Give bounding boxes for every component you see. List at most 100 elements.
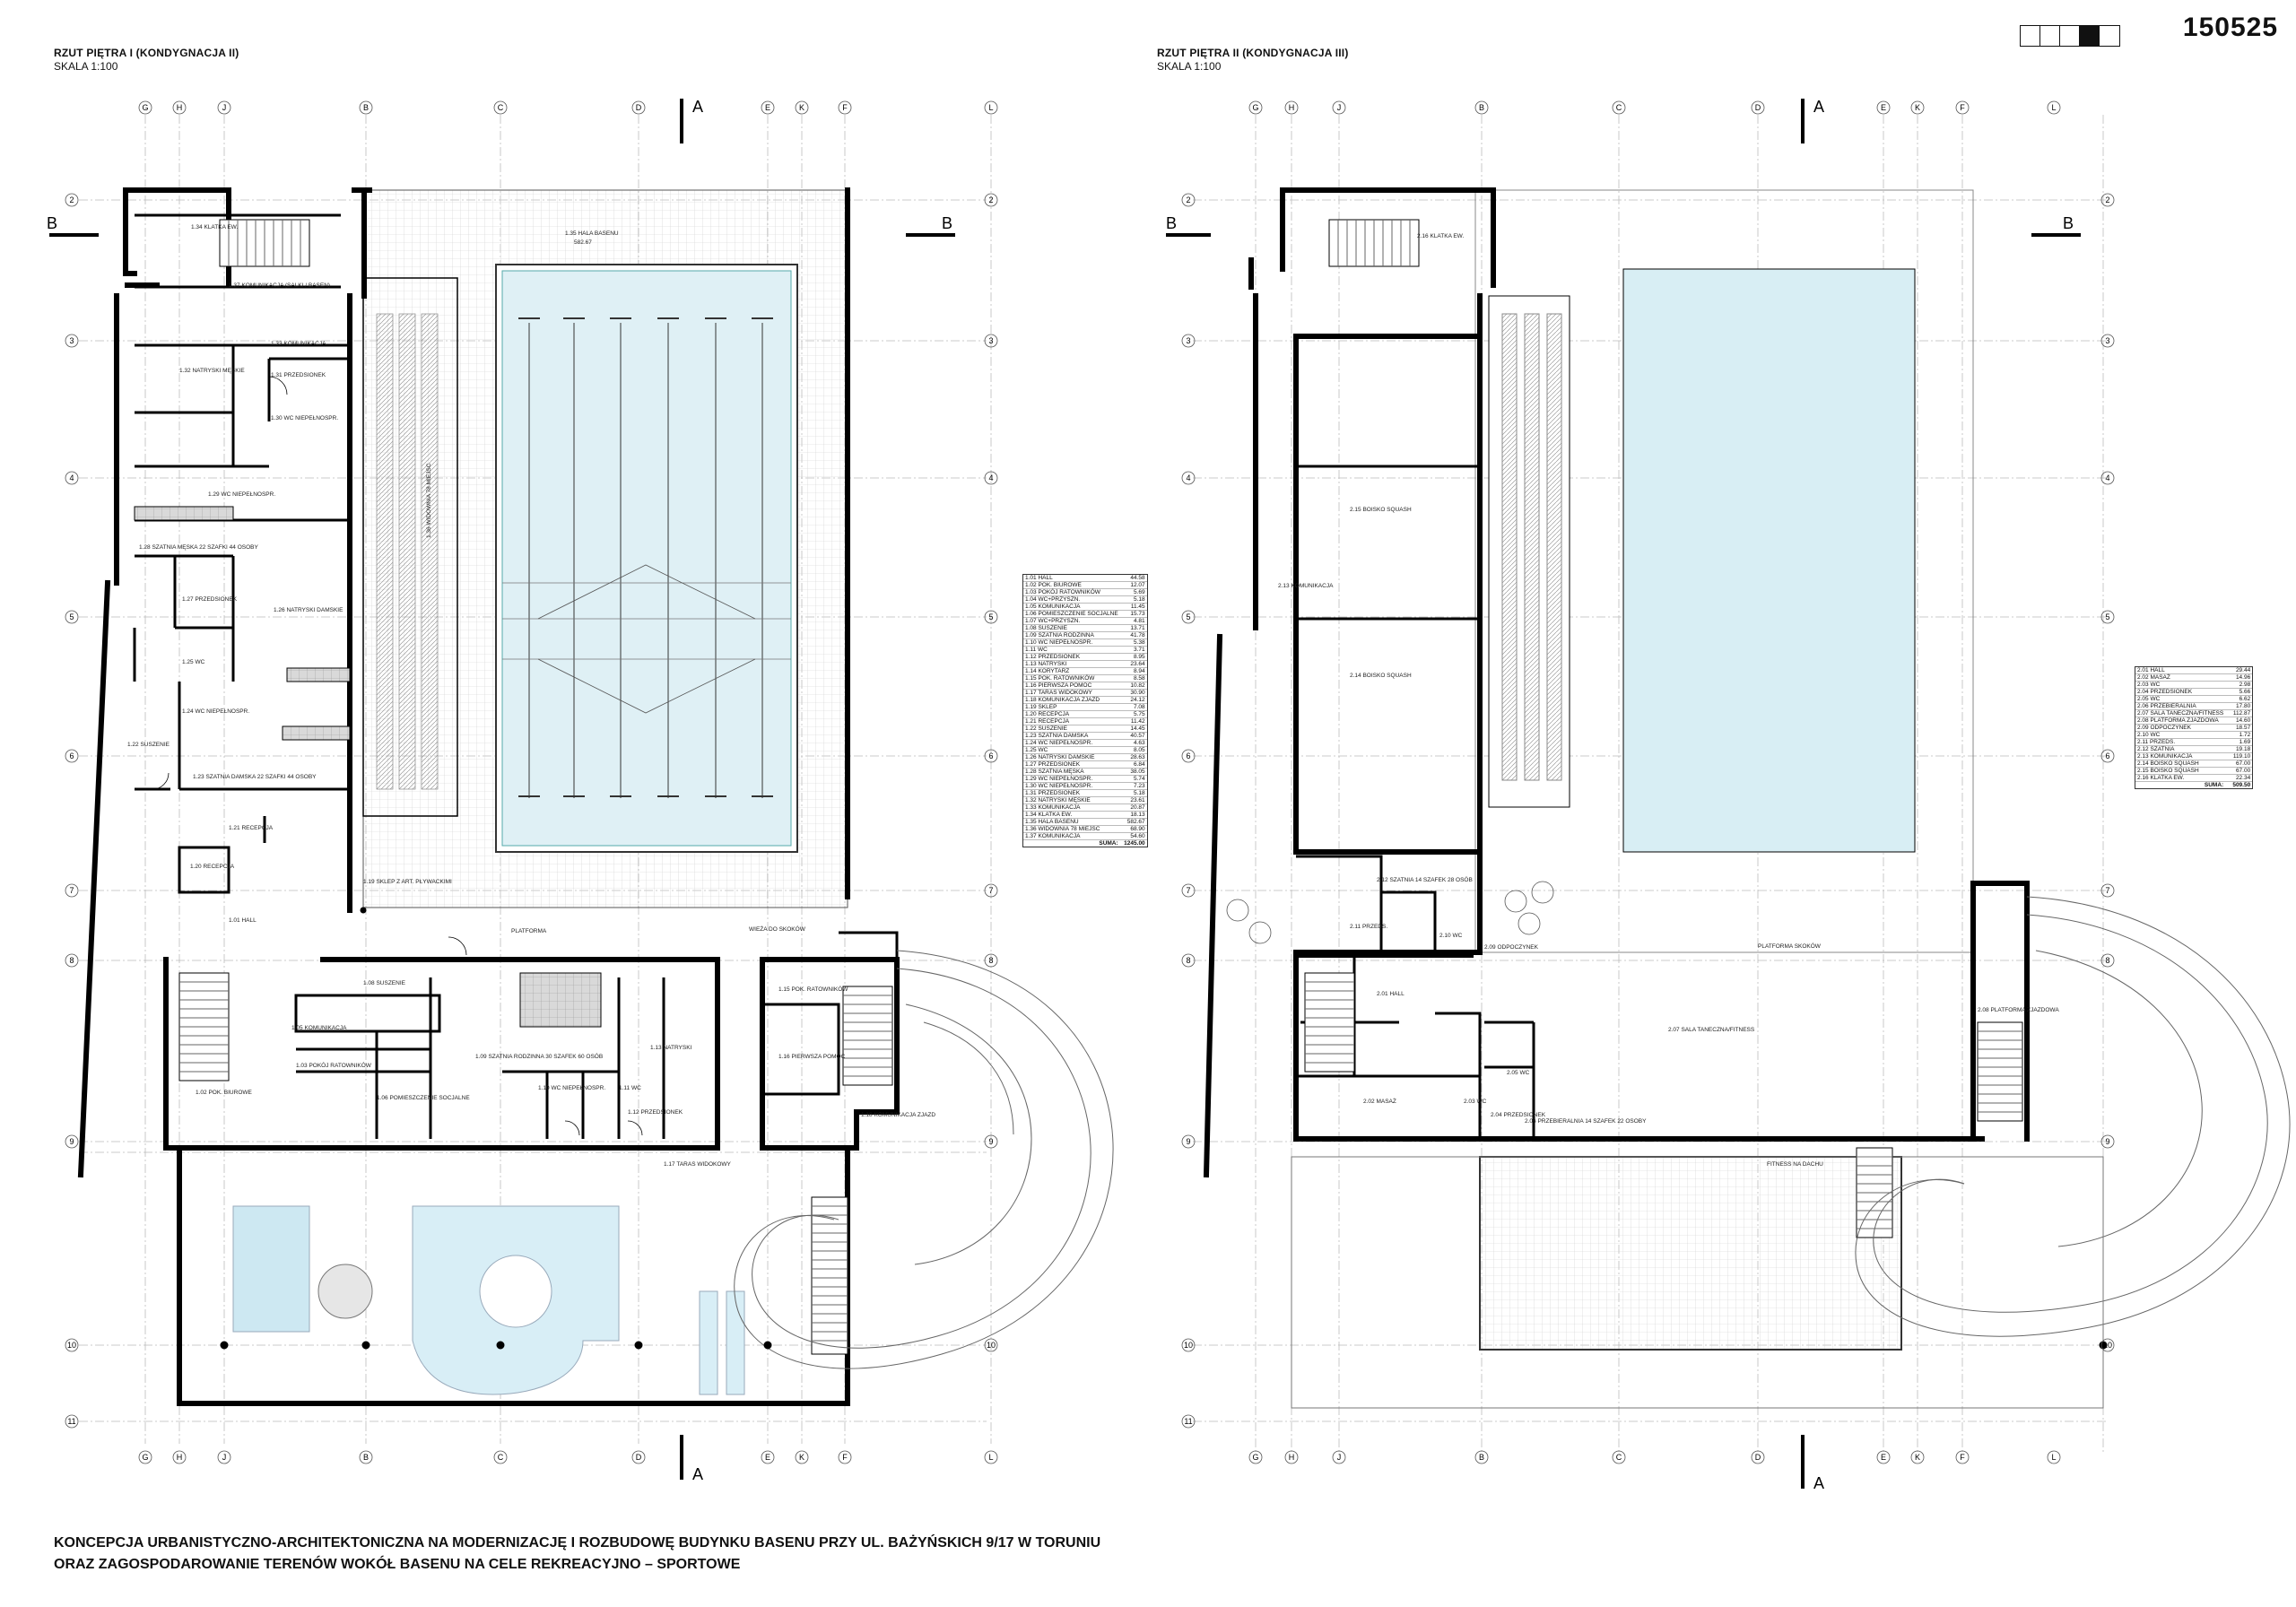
room-label: 2.01 HALL [1377,991,1405,997]
legend-room-area: 112.87 [2225,709,2253,717]
legend-room-area: 8.94 [1119,667,1147,675]
legend-sum-value: 1245.00 [1124,840,1145,847]
legend-room-area: 67.00 [2225,767,2253,775]
room-label: 1.23 SZATNIA DAMSKA 22 SZAFKI 44 OSOBY [193,774,317,780]
legend-room-area: 8.58 [1119,674,1147,682]
project-description: KONCEPCJA URBANISTYCZNO-ARCHITEKTONICZNA… [54,1533,1100,1576]
legend-room-area: 13.71 [1119,624,1147,632]
legend-room-area: 18.13 [1119,811,1147,819]
room-label: 1.02 POK. BIUROWE [196,1090,253,1096]
legend-room-area: 119.10 [2225,752,2253,760]
legend-sum-row: SUMA: 1245.00 [1023,840,1147,847]
legend-sum-label: SUMA: [1099,840,1118,847]
legend-room-area: 28.63 [1119,753,1147,761]
plan1-room-labels: 1.34 KLATKA EW. 1.37 KOMUNIKACJA (SALKI … [127,224,935,1168]
legend-room-area: 14.45 [1119,725,1147,733]
grid-label: F [842,103,848,112]
grid-label: K [1915,1453,1920,1462]
grid-label: B [1479,1453,1484,1462]
plan2-section-marks: A A B B [1166,98,2081,1492]
legend-room-area: 22.34 [2225,774,2253,782]
room-label: 1.27 PRZEDSIONEK [182,596,238,603]
grid-label: 3 [1186,336,1190,345]
room-label: 1.08 SUSZENIE [363,980,406,986]
legend-room-area: 11.45 [1119,603,1147,611]
legend-row: 1.24 WC NIEPEŁNOSPR.4.63 [1023,739,1147,747]
sheet-square [2040,26,2060,46]
legend-room-area: 5.18 [1119,789,1147,797]
legend-room-area: 5.18 [1119,595,1147,604]
legend-room-area: 54.60 [1119,832,1147,840]
grid-label: 9 [69,1137,74,1146]
grid-label: C [498,103,504,112]
room-label: 1.33 KOMUNIKACJA [271,341,326,347]
grid-label: D [1755,1453,1761,1462]
legend-room-name: 1.22 SUSZENIE [1023,725,1120,733]
legend-room-name: 1.28 SZATNIA MĘSKA [1023,768,1120,776]
legend-room-area: 4.81 [1119,617,1147,625]
sheet-square [2060,26,2080,46]
room-label: 1.12 PRZEDSIONEK [628,1109,683,1116]
grid-label: E [1881,103,1886,112]
legend-room-name: 1.06 POMIESZCZENIE SOCJALNE [1023,610,1120,618]
legend-room-name: 1.18 KOMUNIKACJA ZJAZD [1023,696,1120,704]
grid-label: 9 [1186,1137,1190,1146]
room-label: 2.07 SALA TANECZNA/FITNESS [1668,1027,1755,1033]
grid-label: H [1289,103,1295,112]
grid-label: 8 [988,956,993,965]
legend-room-name: 2.01 HALL [2135,667,2226,674]
grid-label: 10 [987,1341,996,1350]
room-label: 1.25 WC [182,659,205,665]
grid-label: 8 [69,956,74,965]
grid-label: L [988,103,993,112]
legend-sum-value: 509.50 [2232,782,2251,788]
legend-room-name: 1.34 KLATKA EW. [1023,811,1120,819]
grid-label: D [1755,103,1761,112]
legend-room-name: 1.11 WC [1023,646,1120,654]
grid-label: B [363,103,369,112]
room-label: 2.12 SZATNIA 14 SZAFEK 28 OSÓB [1377,875,1473,883]
grid-label: K [799,1453,804,1462]
grid-label: 5 [1186,612,1190,621]
legend-room-area: 67.00 [2225,760,2253,768]
room-label: 1.18 KOMUNIKACJA ZJAZD [861,1112,935,1118]
legend-row: 1.07 WC+PRZYSZN.4.81 [1023,617,1147,625]
room-label: 1.36 WIDOWNIA 78 MIEJSC [426,463,432,538]
grid-label: G [142,103,148,112]
section-mark-a: A [1813,98,1824,116]
grid-label: C [1616,1453,1622,1462]
grid-label: 10 [2103,1341,2112,1350]
legend-room-name: 1.24 WC NIEPEŁNOSPR. [1023,739,1120,747]
grid-label: L [988,1453,993,1462]
legend-row: 2.16 KLATKA EW.22.34 [2135,774,2253,782]
room-label: 1.03 POKÓJ RATOWNIKÓW [296,1061,372,1069]
grid-label: B [363,1453,369,1462]
sheet-code: 150525 [2182,13,2278,42]
room-label: 1.16 PIERWSZA POMOC [778,1054,846,1060]
legend-sum-label: SUMA: [2204,782,2224,788]
legend-room-name: 1.20 RECEPCJA [1023,710,1120,718]
grid-label: 6 [69,751,74,760]
grid-label: J [222,1453,227,1462]
legend-room-name: 2.12 SZATNIA [2135,745,2226,753]
grid-label: J [222,103,227,112]
legend-sum-row: SUMA: 509.50 [2135,782,2252,789]
